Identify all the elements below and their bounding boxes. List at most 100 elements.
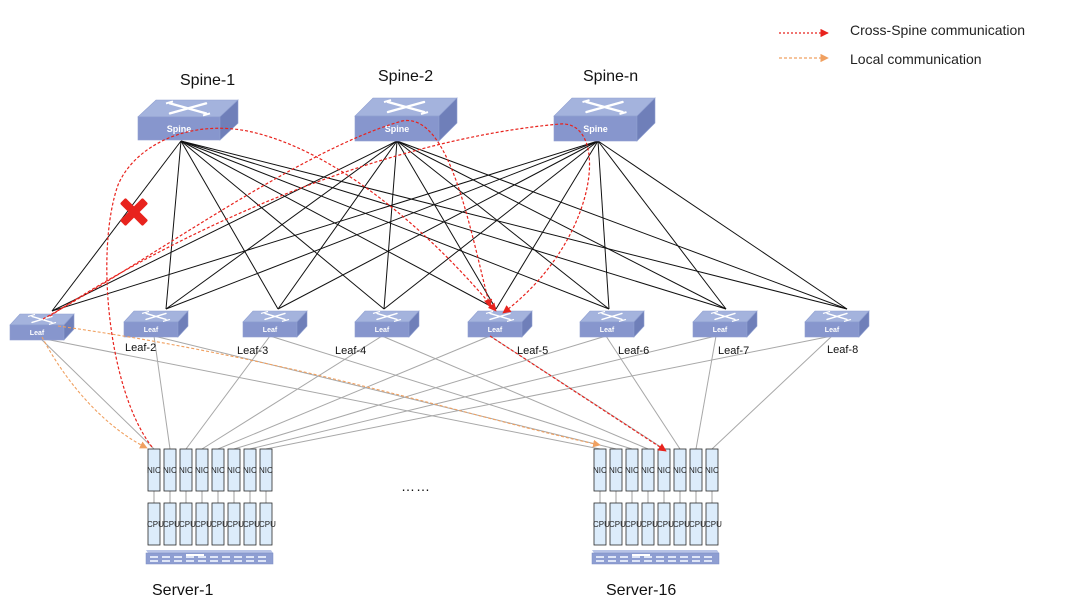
leaf-6-to-server-16-link bbox=[605, 335, 681, 450]
spine-n-label: Spine-n bbox=[583, 68, 638, 85]
leaf-4-label: Leaf-4 bbox=[335, 345, 366, 357]
spine-3-to-leaf-1-link bbox=[51, 140, 599, 312]
nic-chip: NIC bbox=[195, 448, 209, 492]
svg-text:NIC: NIC bbox=[179, 466, 193, 475]
leaf-3-label: Leaf-3 bbox=[237, 345, 268, 357]
spine-n-switch-icon-text: Spine bbox=[583, 124, 608, 134]
spine-2-to-leaf-2-link bbox=[165, 140, 398, 310]
leaf-4-to-server-1-link bbox=[201, 335, 383, 450]
leaf-2-to-server-16-link bbox=[153, 335, 617, 450]
svg-text:CPU: CPU bbox=[689, 520, 706, 529]
cross-spine-path-leaf1-to-spinen bbox=[49, 123, 591, 317]
leaf-5-switch-icon-text: Leaf bbox=[488, 327, 503, 334]
cpu-chip: CPU bbox=[641, 502, 658, 546]
nic-chip: NIC bbox=[179, 448, 193, 492]
leaf-7-label: Leaf-7 bbox=[718, 345, 749, 357]
spine-3-to-leaf-5-link bbox=[495, 140, 599, 310]
spine-1-switch-icon-text: Spine bbox=[167, 124, 192, 134]
leaf-7-to-server-1-link bbox=[249, 335, 717, 450]
spine-2-to-leaf-4-link bbox=[383, 140, 398, 310]
spine-3-to-leaf-3-link bbox=[277, 140, 599, 310]
cpu-chip: CPU bbox=[195, 502, 212, 546]
svg-text:NIC: NIC bbox=[195, 466, 209, 475]
server-chassis-icon bbox=[145, 550, 274, 565]
leaf-7-to-server-16-link bbox=[695, 335, 717, 450]
cpu-chip: CPU bbox=[673, 502, 690, 546]
spine-2-to-leaf-5-link bbox=[396, 140, 497, 310]
cross-spine-path-leaf1-to-spine2 bbox=[42, 120, 493, 320]
leaf-5-switch-icon: Leaf bbox=[467, 310, 533, 338]
nic-chip: NIC bbox=[641, 448, 655, 492]
leaf-6-switch-icon: Leaf bbox=[579, 310, 645, 338]
spine-3-to-leaf-8-link bbox=[597, 140, 848, 310]
cpu-chip: CPU bbox=[163, 502, 180, 546]
link-failure-x-icon bbox=[120, 198, 148, 226]
leaf-6-switch-icon-text: Leaf bbox=[600, 327, 615, 334]
leaf-server-links bbox=[39, 335, 833, 450]
spine-2-to-leaf-3-link bbox=[277, 140, 398, 310]
leaf-3-switch-icon: Leaf bbox=[242, 310, 308, 338]
leaf-6-to-server-1-link bbox=[233, 335, 607, 450]
cpu-chip: CPU bbox=[259, 502, 276, 546]
nic-chip: NIC bbox=[163, 448, 177, 492]
spine-1-to-leaf-4-link bbox=[180, 140, 385, 310]
leaf-3-to-server-16-link bbox=[269, 335, 633, 450]
server-16-label: Server-16 bbox=[606, 582, 676, 599]
nic-chip: NIC bbox=[147, 448, 161, 492]
svg-text:CPU: CPU bbox=[705, 520, 722, 529]
svg-text:CPU: CPU bbox=[211, 520, 228, 529]
leaf-8-to-server-1-link bbox=[265, 335, 833, 450]
leaf-4-switch-icon: Leaf bbox=[354, 310, 420, 338]
svg-text:NIC: NIC bbox=[705, 466, 719, 475]
leaf-2-to-server-1-link bbox=[153, 335, 171, 450]
svg-text:NIC: NIC bbox=[641, 466, 655, 475]
cpu-chip: CPU bbox=[211, 502, 228, 546]
leaf-2-switch-icon: Leaf bbox=[123, 310, 189, 338]
leaf-8-to-server-16-link bbox=[711, 335, 833, 450]
spine-3-to-leaf-2-link bbox=[165, 140, 599, 310]
leaf-4-switch-icon-text: Leaf bbox=[375, 327, 390, 334]
leaf-8-switch-icon-text: Leaf bbox=[825, 327, 840, 334]
spine-1-to-leaf-5-link bbox=[180, 140, 497, 310]
cpu-chip: CPU bbox=[593, 502, 610, 546]
leaf-1-to-server-1-link bbox=[39, 337, 155, 450]
local-paths bbox=[41, 325, 601, 449]
legend-local-label: Local communication bbox=[850, 51, 982, 67]
spine-2-switch-icon-text: Spine bbox=[385, 124, 410, 134]
spine-1-to-leaf-7-link bbox=[180, 140, 727, 310]
nic-chip: NIC bbox=[673, 448, 687, 492]
leaf-8-label: Leaf-8 bbox=[827, 344, 858, 356]
svg-text:NIC: NIC bbox=[147, 466, 161, 475]
nic-chip: NIC bbox=[593, 448, 607, 492]
leaf-7-switch-icon-text: Leaf bbox=[713, 327, 728, 334]
cpu-chip: CPU bbox=[147, 502, 164, 546]
svg-text:CPU: CPU bbox=[147, 520, 164, 529]
svg-text:CPU: CPU bbox=[227, 520, 244, 529]
cross-spine-path-server1-to-spine1 bbox=[106, 127, 497, 448]
nic-chip: NIC bbox=[211, 448, 225, 492]
leaf-2-label: Leaf-2 bbox=[125, 342, 156, 354]
nic-chip: NIC bbox=[625, 448, 639, 492]
leaf-7-switch-icon: Leaf bbox=[692, 310, 758, 338]
leaf-3-to-server-1-link bbox=[185, 335, 271, 450]
cpu-chip: CPU bbox=[689, 502, 706, 546]
local-path-leaf1-to-server1 bbox=[41, 336, 148, 449]
legend-cross-spine-label: Cross-Spine communication bbox=[850, 22, 1025, 38]
leaf-3-switch-icon-text: Leaf bbox=[263, 327, 278, 334]
leaf-2-switch-icon-text: Leaf bbox=[144, 327, 159, 334]
spine-1-label: Spine-1 bbox=[180, 72, 235, 89]
spine-3-to-leaf-4-link bbox=[383, 140, 599, 310]
cpu-chip: CPU bbox=[179, 502, 196, 546]
spine-3-to-leaf-7-link bbox=[597, 140, 727, 310]
nic-chip: NIC bbox=[243, 448, 257, 492]
svg-text:CPU: CPU bbox=[673, 520, 690, 529]
svg-text:CPU: CPU bbox=[195, 520, 212, 529]
nic-chip: NIC bbox=[657, 448, 671, 492]
svg-text:NIC: NIC bbox=[163, 466, 177, 475]
cpu-chip: CPU bbox=[609, 502, 626, 546]
spine-1-to-leaf-1-link bbox=[51, 140, 182, 312]
legend: Cross-Spine communication Local communic… bbox=[779, 22, 1025, 67]
nic-chip: NIC bbox=[705, 448, 719, 492]
nic-chip: NIC bbox=[227, 448, 241, 492]
leaf-1-switch-icon: Leaf bbox=[9, 313, 75, 341]
